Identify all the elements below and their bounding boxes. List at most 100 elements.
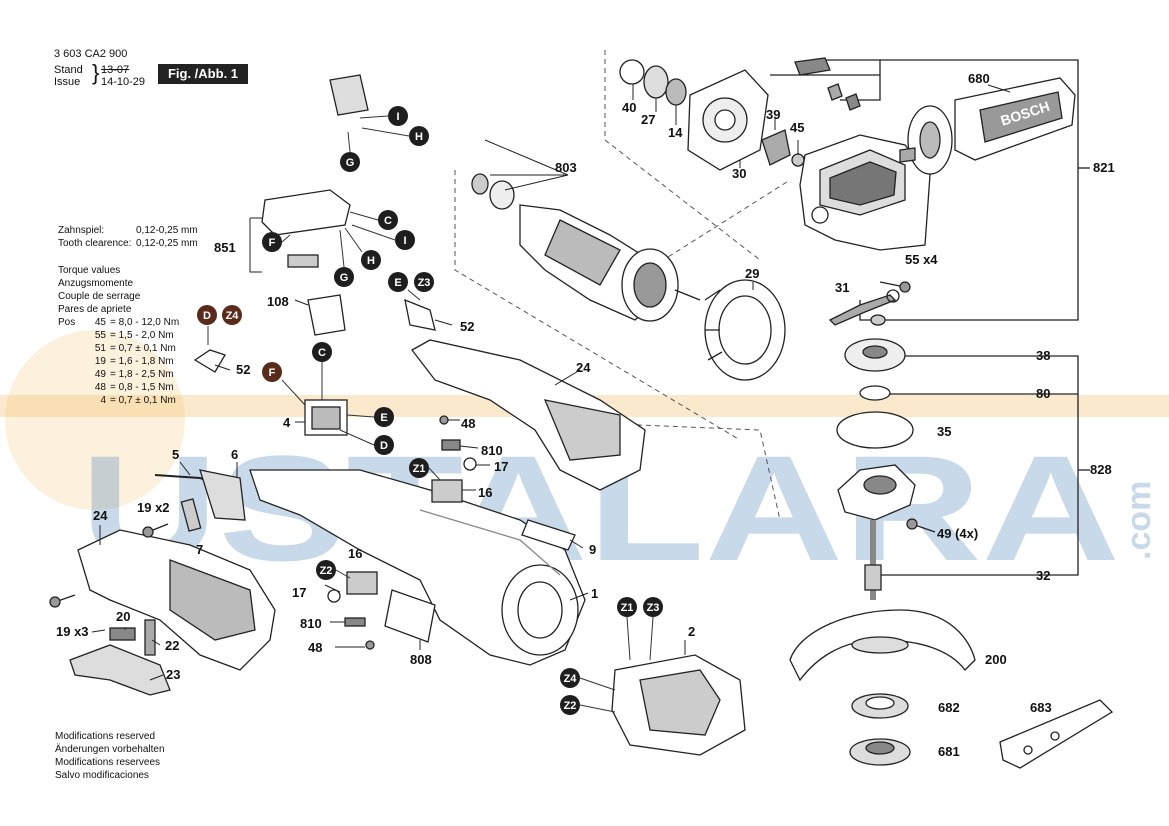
clearance-value-2: 0,12-0,25 mm (136, 238, 198, 249)
part-label: 27 (641, 112, 655, 127)
brace-glyph: } (92, 60, 100, 85)
part-label: 108 (267, 294, 289, 309)
part-label: 821 (1093, 160, 1115, 175)
part-label: 19 x3 (56, 624, 89, 639)
part-label: 23 (166, 667, 180, 682)
connector-bubbles: I H G C F I G H E Z3 D Z4 C F E D Z1 Z2 … (197, 106, 663, 715)
armature-803 (471, 173, 701, 322)
part-label: 30 (732, 166, 746, 181)
torque-pos: 55 (94, 330, 106, 341)
part-label: 682 (938, 700, 960, 715)
connector-bubble (316, 560, 336, 580)
footer-line: Modifications reservees (55, 757, 161, 768)
stator-2 (611, 654, 746, 756)
wheel-guard-200 (789, 609, 976, 682)
part-label: 45 (790, 120, 804, 135)
part-label: 19 x2 (137, 500, 170, 515)
part-label: 9 (589, 542, 596, 557)
part-label: 6 (231, 447, 238, 462)
torque-val: = 8,0 - 12,0 Nm (110, 317, 180, 328)
connector-bubble (222, 305, 242, 325)
bubble-letter: E (380, 412, 387, 424)
torque-pos: 48 (94, 382, 106, 393)
part-label: 48 (461, 416, 475, 431)
bubble-letter: Z1 (621, 602, 634, 614)
gear-housing-821 (799, 134, 931, 251)
torque-line: Anzugsmomente (58, 278, 134, 289)
bevel-gear-38 (844, 338, 906, 372)
bubble-letter: G (340, 272, 349, 284)
part-label: 681 (938, 744, 960, 759)
handle-half-24-bottom (77, 529, 276, 671)
bubble-letter: D (380, 440, 388, 452)
part-label: 810 (300, 616, 322, 631)
part-label: 2 (688, 624, 695, 639)
connector-bubble (262, 362, 282, 382)
bubble-letter: Z3 (418, 277, 431, 289)
part-label: 17 (494, 459, 508, 474)
part-label: 38 (1036, 348, 1050, 363)
bubble-letter: G (346, 157, 355, 169)
torque-val: = 1,8 - 2,5 Nm (110, 369, 174, 380)
part-label: 17 (292, 585, 306, 600)
watermark-suffix: .com (1120, 481, 1158, 560)
part-label: 828 (1090, 462, 1112, 477)
part-label: 200 (985, 652, 1007, 667)
torque-line: Couple de serrage (58, 291, 141, 302)
bubble-letter: E (394, 277, 401, 289)
part-label: 803 (555, 160, 577, 175)
part-labels: 40 27 14 30 39 45 680 821 803 29 55 x4 3… (56, 71, 1115, 759)
bubble-letter: Z3 (647, 602, 660, 614)
connector-bubble (395, 230, 415, 250)
connector-bubble (374, 435, 394, 455)
torque-pos: 51 (94, 343, 106, 354)
part-label: 35 (937, 424, 951, 439)
bubble-letter: F (269, 367, 276, 379)
footer-line: Salvo modificaciones (55, 770, 149, 781)
figure-label: Fig. /Abb. 1 (158, 64, 248, 84)
part-label: 680 (968, 71, 990, 86)
bubble-letter: Z4 (226, 310, 240, 322)
part-label: 810 (481, 443, 503, 458)
part-label: 16 (478, 485, 492, 500)
part-label: 48 (308, 640, 322, 655)
connector-bubble (340, 152, 360, 172)
bubble-letter: I (403, 235, 406, 247)
part-label: 14 (668, 125, 683, 140)
connector-bubble (361, 250, 381, 270)
torque-pos: 49 (94, 369, 106, 380)
part-label: 24 (93, 508, 108, 523)
connector-bubble (409, 458, 429, 478)
part-label: 16 (348, 546, 362, 561)
part-label: 851 (214, 240, 236, 255)
footer-line: Modifications reserved (55, 731, 156, 742)
torque-line: Pares de apriete (58, 304, 132, 315)
motor-housing-1 (249, 469, 586, 666)
connector-bubble (414, 272, 434, 292)
bubble-letter: Z2 (320, 565, 333, 577)
connector-bubble (409, 126, 429, 146)
part-label: 20 (116, 609, 130, 624)
part-label: 29 (745, 266, 759, 281)
bubble-letter: Z2 (564, 700, 577, 712)
torque-pos: 4 (100, 395, 106, 406)
torque-val: = 0,7 ± 0,1 Nm (110, 343, 176, 354)
fan-29 (704, 279, 786, 381)
connector-bubble (617, 597, 637, 617)
connector-bubble (374, 407, 394, 427)
torque-pos: 19 (94, 356, 106, 367)
part-label: 22 (165, 638, 179, 653)
part-label: 40 (622, 100, 636, 115)
clearance-de-label: Zahnspiel: (58, 225, 105, 236)
bubble-letter: H (415, 131, 423, 143)
part-label: 32 (1036, 568, 1050, 583)
part-label: 683 (1030, 700, 1052, 715)
bearing-flange-30 (687, 69, 769, 171)
torque-pos: 45 (94, 317, 106, 328)
brand-logo: BOSCH (999, 98, 1052, 129)
bubble-letter: H (367, 255, 375, 267)
side-handle-680 (899, 77, 1076, 175)
connector-bubble (560, 695, 580, 715)
part-number: 3 603 CA2 900 (54, 48, 128, 60)
part-label: 24 (576, 360, 591, 375)
